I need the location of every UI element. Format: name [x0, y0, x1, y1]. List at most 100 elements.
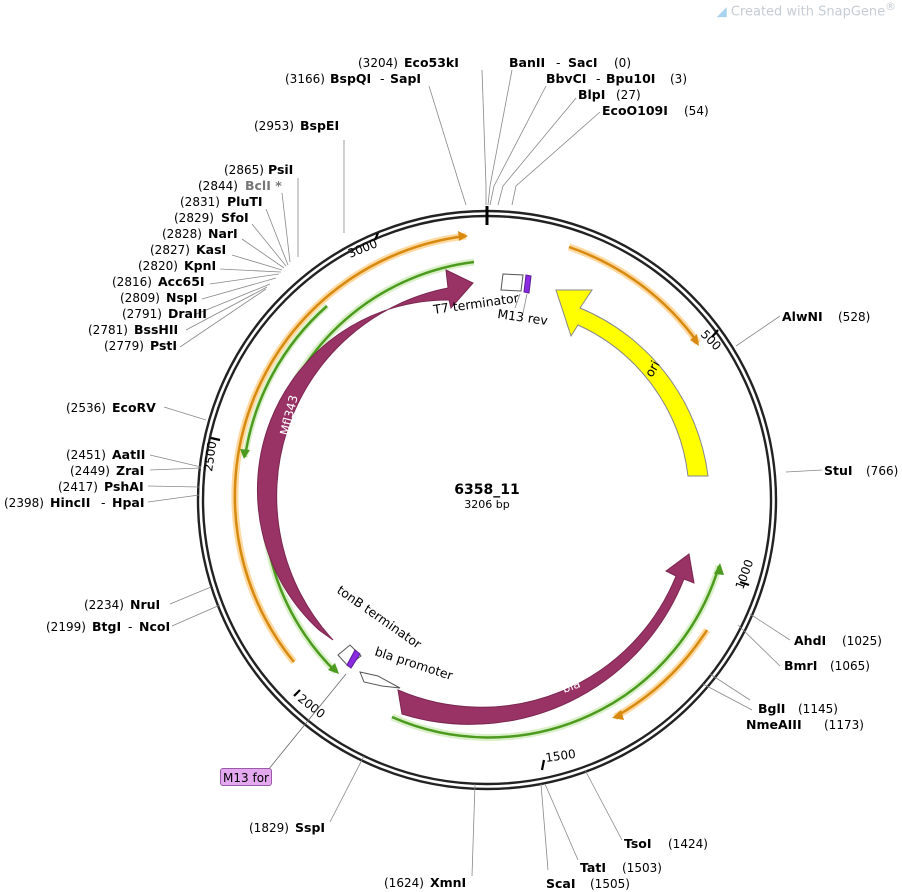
credit-prefix: Created with: [730, 4, 819, 20]
site-bmri-pos: (1065): [830, 659, 870, 673]
site-dash-2: -: [596, 71, 601, 86]
site-leader-lines: [147, 69, 823, 877]
site-sspi-pos: (1829): [249, 821, 289, 835]
site-eco53ki: Eco53kI: [404, 55, 459, 70]
site-blpi: BlpI: [578, 87, 605, 102]
green-primer-left-inner-head: [240, 449, 250, 459]
tick-3000: [373, 232, 380, 241]
ori-feature: [555, 289, 709, 477]
credit-reg: ®: [885, 0, 896, 13]
site-alwni: AlwNI: [782, 309, 823, 324]
site-bsshii: BssHII: [134, 322, 178, 337]
site-ecoo109i: EcoO109I: [602, 103, 668, 118]
site-bbvci: BbvCI: [546, 71, 586, 86]
tick-label-1500: 1500: [544, 747, 576, 765]
site-ecoo109i-pos: (54): [684, 104, 709, 118]
site-sapi-pos: (3166): [285, 72, 325, 86]
site-nspi-pos: (2809): [120, 291, 160, 305]
site-nari: NarI: [208, 226, 238, 241]
site-kasi-pos: (2827): [150, 243, 190, 257]
site-hpai: HpaI: [112, 495, 145, 510]
site-dash-3: -: [380, 71, 385, 86]
site-zrai: ZraI: [116, 463, 144, 478]
site-hpai-pos: (2398): [4, 496, 44, 510]
tonb-terminator-label: tonB terminator: [334, 582, 425, 652]
site-bspei-pos: (2953): [254, 119, 294, 133]
site-tsoi: TsoI: [624, 836, 652, 851]
site-stui-pos: (766): [866, 464, 898, 478]
site-acc65i: Acc65I: [158, 274, 205, 289]
site-sspi: SspI: [295, 820, 325, 835]
site-sfoi-pos: (2829): [174, 211, 214, 225]
tick-label-2500: 2500: [201, 440, 219, 472]
site-tati: TatI: [580, 860, 606, 875]
site-eco53ki-pos: (3204): [358, 56, 398, 70]
site-bspqi: BspQI: [330, 71, 371, 86]
bla-feature: [397, 553, 695, 725]
tonb-terminator-marker: [337, 644, 362, 667]
site-bpu10i: Bpu10I: [606, 71, 655, 86]
site-bpu10i-pos: (3): [670, 72, 687, 86]
site-tsoi-pos: (1424): [668, 837, 708, 851]
tick-2000: [293, 689, 301, 697]
site-ncoi-pos: (2199): [46, 620, 86, 634]
site-acc65i-pos: (2816): [112, 275, 152, 289]
site-xmni: XmnI: [430, 875, 466, 890]
site-ahdi: AhdI: [794, 633, 826, 648]
tick-marks: [210, 232, 750, 771]
site-nspi: NspI: [166, 290, 198, 305]
site-labels: BanII - SacI (0) BbvCI - Bpu10I (3) BlpI…: [4, 55, 898, 891]
site-banii: BanII: [509, 55, 545, 70]
site-dash-4: -: [101, 495, 106, 510]
site-draiii-pos: (2791): [122, 307, 162, 321]
site-ahdi-pos: (1025): [842, 634, 882, 648]
site-nmeaiii-pos: (1173): [824, 718, 864, 732]
site-kpni-pos: (2820): [138, 259, 178, 273]
site-bgli: BglI: [758, 701, 785, 716]
site-nrui: NruI: [130, 597, 160, 612]
site-pshai: PshAI: [104, 479, 144, 494]
orange-primer-right-head: [690, 334, 699, 346]
site-pshai-pos: (2417): [58, 480, 98, 494]
site-zrai-pos: (2449): [70, 464, 110, 478]
snapgene-credit: ◢ Created with SnapGene®: [717, 0, 896, 19]
site-dash-1: -: [556, 55, 561, 70]
site-tati-pos: (1503): [622, 861, 662, 875]
m13-for-connector: [267, 673, 347, 771]
site-saci-pos: (0): [614, 56, 631, 70]
tick-2500: [210, 436, 221, 442]
tick-label-3000: 3000: [346, 236, 380, 260]
site-psti: PstI: [150, 338, 177, 353]
plasmid-length: 3206 bp: [464, 498, 509, 511]
site-bmri: BmrI: [784, 658, 817, 673]
site-nmeaiii: NmeAIII: [746, 717, 802, 732]
site-aatii-pos: (2451): [66, 448, 106, 462]
site-xmni-pos: (1624): [384, 876, 424, 890]
site-btgi: BtgI: [92, 619, 121, 634]
m13-for-label: M13 for: [220, 768, 272, 786]
site-draiii: DraIII: [168, 306, 207, 321]
site-bsshii-pos: (2781): [88, 323, 128, 337]
site-ecorv-pos: (2536): [66, 401, 106, 415]
site-kpni: KpnI: [184, 258, 216, 273]
site-dash-5: -: [128, 619, 133, 634]
credit-logo-icon: ◢: [716, 4, 727, 20]
site-alwni-pos: (528): [838, 310, 870, 324]
site-scai: ScaI: [546, 876, 576, 891]
m13-rev-marker: [523, 274, 532, 294]
site-bcli: BclI *: [245, 178, 282, 193]
ori-label: ori: [642, 358, 663, 380]
site-bspei: BspEI: [300, 118, 339, 133]
site-sapi: SapI: [390, 71, 421, 86]
t7-terminator-marker: [500, 273, 524, 292]
site-bcli-pos: (2844): [198, 179, 238, 193]
site-kasi: KasI: [196, 242, 226, 257]
site-ncoi: NcoI: [139, 619, 170, 634]
site-sfoi: SfoI: [221, 210, 249, 225]
site-hincii: HincII: [50, 495, 90, 510]
site-psti-pos: (2779): [104, 339, 144, 353]
tick-500: [711, 329, 719, 338]
site-psii-pos: (2865): [224, 163, 264, 177]
site-ecorv: EcoRV: [112, 400, 156, 415]
site-psii: PsiI: [268, 162, 293, 177]
